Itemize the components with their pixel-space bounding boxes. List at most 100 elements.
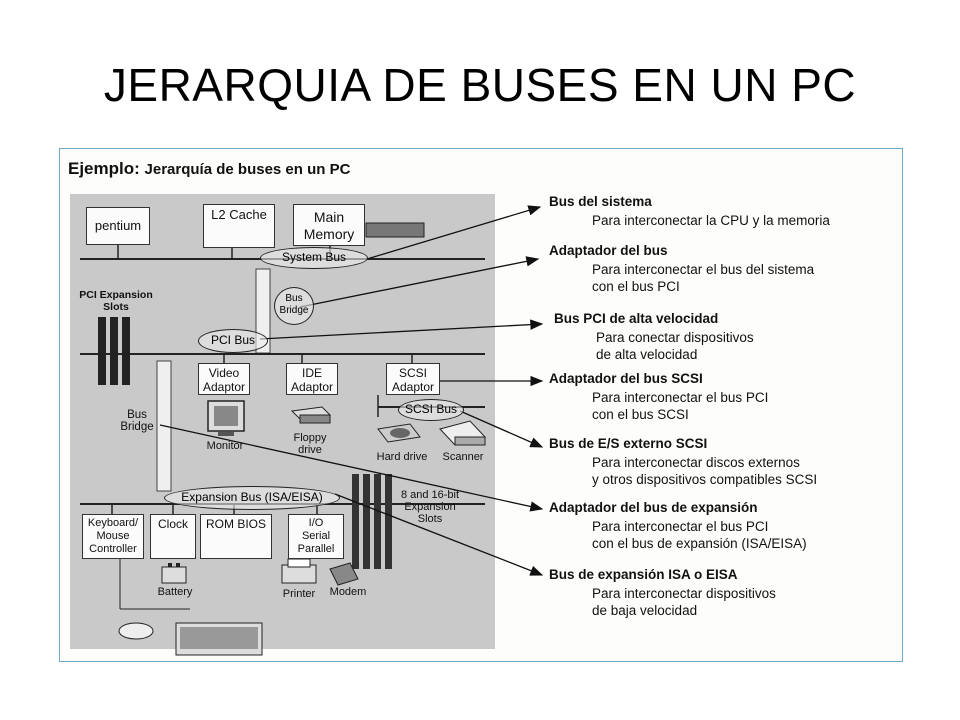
annotation-7-line-2: de baja velocidad [592, 603, 698, 618]
clock-box: Clock [150, 514, 196, 559]
bus-hierarchy-figure: Ejemplo: Jerarquía de buses en un PC [59, 148, 903, 662]
annotation-6-line-1: Para interconectar el bus PCI [592, 519, 769, 534]
bus-bridge-top-label-2: Bridge [279, 305, 309, 316]
rom-bios-box: ROM BIOS [200, 514, 272, 559]
bus-bridge-low-label: Bus Bridge [112, 409, 162, 433]
isa-slots-label-1: 8 and 16-bit [400, 489, 460, 501]
annotation-3-line-2: de alta velocidad [596, 347, 698, 362]
isa-slot [374, 474, 381, 569]
annotation-4-desc: Para interconectar el bus PCI con el bus… [592, 389, 768, 423]
annotation-2-line-2: con el bus PCI [592, 279, 680, 294]
pci-slots-label: PCI Expansion Slots [72, 289, 160, 313]
kbd-label-3: Controller [89, 543, 137, 555]
system-bus-oval: System Bus [260, 247, 368, 269]
bus-bridge-low-label-2: Bridge [120, 421, 154, 433]
l2-cache-label: L2 Cache [211, 207, 267, 222]
annotation-4-line-2: con el bus SCSI [592, 407, 689, 422]
annotation-7-title: Bus de expansión ISA o EISA [549, 567, 738, 582]
bus-bridge-top: Bus Bridge [274, 287, 314, 325]
annotation-2-desc: Para interconectar el bus del sistema co… [592, 261, 814, 295]
pci-slot [122, 317, 130, 385]
annotation-3-title: Bus PCI de alta velocidad [554, 311, 719, 326]
keyboard-icon [175, 622, 263, 656]
clock-label: Clock [157, 517, 188, 531]
annotation-1-desc: Para interconectar la CPU y la memoria [592, 212, 830, 229]
annotation-5-line-1: Para interconectar discos externos [592, 455, 800, 470]
memory-module-icon [365, 222, 425, 238]
floppy-label-2: drive [298, 444, 322, 456]
printer-icon [281, 558, 317, 584]
isa-slots-label-2: Expansion [404, 501, 456, 513]
annotation-5-line-2: y otros dispositivos compatibles SCSI [592, 472, 818, 487]
scanner-icon [439, 420, 486, 446]
annotation-4-line-1: Para interconectar el bus PCI [592, 390, 769, 405]
isa-slot [352, 474, 359, 569]
printer-label: Printer [282, 588, 316, 600]
annotation-2-title: Adaptador del bus [549, 243, 668, 258]
keyboard-controller-box: Keyboard/ Mouse Controller [82, 514, 144, 559]
slide-title: JERARQUIA DE BUSES EN UN PC [103, 59, 857, 111]
io-label-2: Serial [301, 530, 331, 542]
annotation-6-title: Adaptador del bus de expansión [549, 500, 758, 515]
video-adaptor-label-1: Video [208, 366, 240, 380]
figure-heading-text: Jerarquía de buses en un PC [144, 161, 351, 178]
system-bus-label: System Bus [281, 250, 347, 264]
ide-adaptor-label-2: Adaptor [290, 380, 334, 394]
expansion-bus-oval: Expansion Bus (ISA/EISA) [164, 486, 340, 510]
isa-slot [385, 474, 392, 569]
battery-icon [161, 563, 187, 584]
scanner-label: Scanner [442, 451, 484, 463]
annotation-7-line-1: Para interconectar dispositivos [592, 586, 776, 601]
io-box: I/O Serial Parallel [288, 514, 344, 559]
modem-icon [329, 562, 359, 586]
figure-heading-bold: Ejemplo: [68, 159, 140, 178]
main-memory-label-1: Main [313, 209, 345, 225]
pci-slot [110, 317, 118, 385]
modem-label: Modem [329, 586, 367, 598]
ide-adaptor-box: IDE Adaptor [286, 363, 338, 395]
figure-heading: Ejemplo: Jerarquía de buses en un PC [68, 159, 350, 179]
annotation-2-line-1: Para interconectar el bus del sistema [592, 262, 815, 277]
ide-adaptor-label-1: IDE [301, 366, 322, 380]
floppy-drive-icon [290, 406, 332, 424]
annotation-7-desc: Para interconectar dispositivos de baja … [592, 585, 776, 619]
main-memory-label-2: Memory [303, 226, 355, 242]
rom-bios-label: ROM BIOS [205, 517, 266, 531]
bus-bridge-low-label-1: Bus [127, 409, 147, 421]
hard-drive-icon [377, 423, 421, 443]
pci-bus-oval: PCI Bus [198, 329, 268, 353]
annotation-6-line-2: con el bus de expansión (ISA/EISA) [592, 536, 807, 551]
annotation-3-line-1: Para conectar dispositivos [596, 330, 754, 345]
scsi-bus-oval: SCSI Bus [398, 399, 464, 421]
isa-slots-label-3: Slots [417, 513, 443, 525]
bus-bridge-top-label-1: Bus [285, 293, 303, 304]
scsi-bus-label: SCSI Bus [404, 402, 458, 416]
annotation-1-title: Bus del sistema [549, 194, 652, 209]
scsi-adaptor-label-2: Adaptor [391, 380, 435, 394]
video-adaptor-box: Video Adaptor [198, 363, 250, 395]
kbd-label-1: Keyboard/ [87, 517, 139, 529]
scsi-adaptor-label-1: SCSI [398, 366, 427, 380]
isa-slot [363, 474, 370, 569]
pentium-box: pentium [86, 207, 150, 245]
scsi-adaptor-box: SCSI Adaptor [386, 363, 440, 395]
annotation-3-desc: Para conectar dispositivos de alta veloc… [596, 329, 754, 363]
mouse-icon [118, 622, 154, 640]
annotation-5-desc: Para interconectar discos externos y otr… [592, 454, 817, 488]
io-label-1: I/O [308, 517, 324, 529]
hard-drive-label: Hard drive [376, 451, 428, 463]
pentium-label: pentium [94, 218, 142, 233]
battery-label: Battery [157, 586, 193, 598]
pci-slot [98, 317, 106, 385]
io-label-3: Parallel [297, 543, 335, 555]
monitor-icon [207, 400, 245, 436]
pci-slots-label-2: Slots [103, 301, 129, 313]
annotation-6-desc: Para interconectar el bus PCI con el bus… [592, 518, 807, 552]
annotation-5-title: Bus de E/S externo SCSI [549, 436, 708, 451]
annotation-1-line-1: Para interconectar la CPU y la memoria [592, 213, 830, 228]
pci-slots-label-1: PCI Expansion [79, 289, 153, 301]
isa-slots-label: 8 and 16-bit Expansion Slots [396, 489, 464, 525]
annotation-4-title: Adaptador del bus SCSI [549, 371, 703, 386]
pci-bus-label: PCI Bus [210, 333, 255, 347]
floppy-label-1: Floppy [293, 432, 327, 444]
